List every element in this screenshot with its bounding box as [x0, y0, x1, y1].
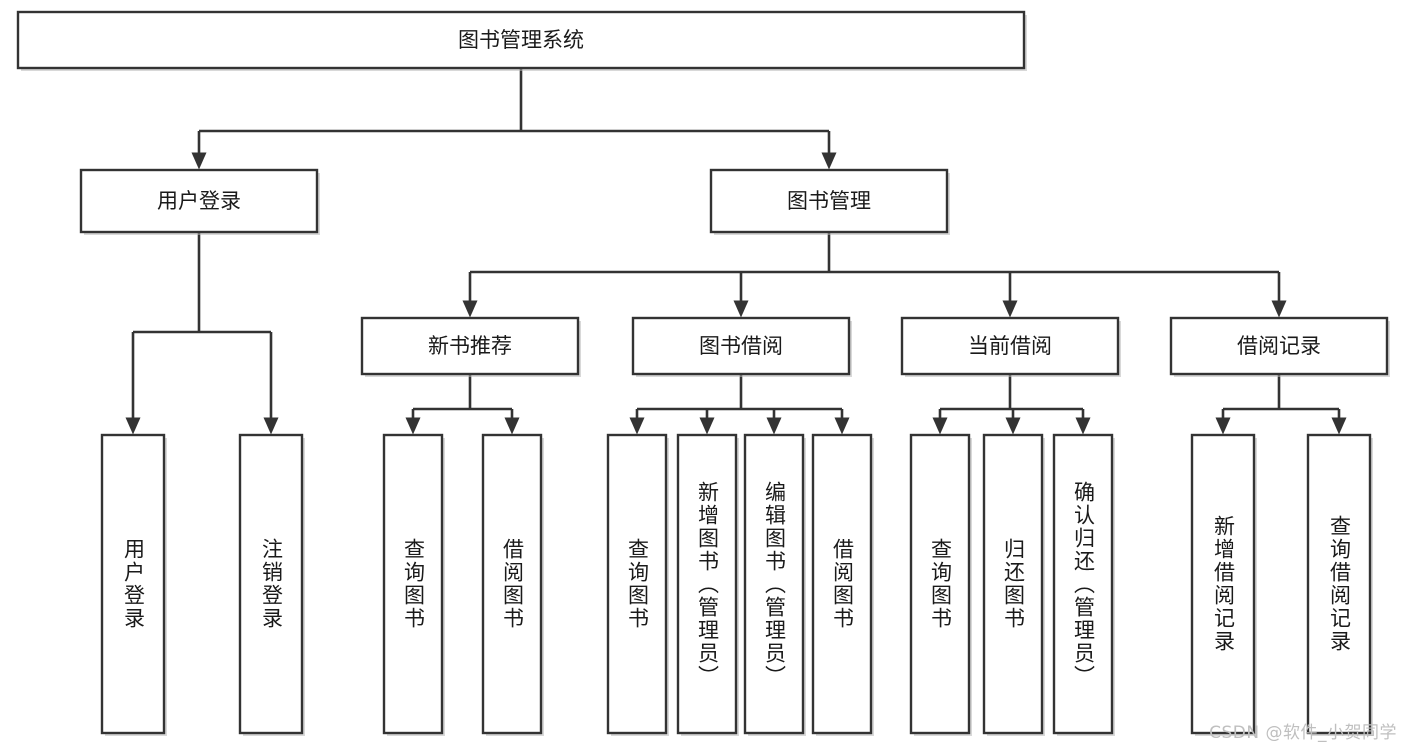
node-l2-新书推荐-rect[interactable]: [360, 316, 580, 376]
node-root-图书管理系统-rect[interactable]: [16, 10, 1026, 70]
node-leaf-1-注销登录-rect[interactable]: [238, 433, 304, 735]
l1-books-drop-3-arrowhead: [1271, 300, 1287, 318]
node-leaf-0-用户登录-rect[interactable]: [100, 433, 166, 735]
node-l1-图书管理-rect[interactable]: [709, 168, 949, 234]
node-l2-当前借阅-rect[interactable]: [900, 316, 1120, 376]
node-l2-图书借阅-rect[interactable]: [631, 316, 851, 376]
l1-login-drop-0-arrowhead: [125, 417, 141, 435]
root-drop-1-arrowhead: [821, 152, 837, 170]
node-leaf-0-用户登录[interactable]: [100, 433, 167, 736]
node-l1-用户登录-label: 用户登录: [157, 189, 241, 213]
node-leaf-7-借阅图书[interactable]: [811, 433, 874, 736]
connector-layer: [125, 68, 1347, 435]
node-l1-图书管理[interactable]: 图书管理: [709, 168, 950, 235]
node-l1-用户登录[interactable]: 用户登录: [79, 168, 320, 235]
node-leaf-3-借阅图书-rect[interactable]: [481, 433, 543, 735]
node-leaf-10-确认归还管理员[interactable]: [1052, 433, 1115, 736]
node-l2-借阅记录-rect[interactable]: [1169, 316, 1389, 376]
l1-books-drop-0-arrowhead: [462, 300, 478, 318]
node-leaf-8-查询图书-rect[interactable]: [909, 433, 971, 735]
l2-2-drop-1-arrowhead: [1005, 417, 1021, 435]
node-leaf-5-新增图书管理员[interactable]: [676, 433, 739, 736]
node-leaf-9-归还图书-rect[interactable]: [982, 433, 1044, 735]
node-leaf-12-查询借阅记录-rect[interactable]: [1306, 433, 1372, 735]
l2-0-drop-0-arrowhead: [405, 417, 421, 435]
node-leaf-6-编辑图书管理员-rect[interactable]: [743, 433, 805, 735]
node-leaf-8-查询图书[interactable]: [909, 433, 972, 736]
node-l2-新书推荐-label: 新书推荐: [428, 334, 512, 358]
l1-books-drop-2-arrowhead: [1002, 300, 1018, 318]
node-leaf-3-借阅图书[interactable]: [481, 433, 544, 736]
node-leaf-4-查询图书[interactable]: [606, 433, 669, 736]
node-l2-图书借阅-label: 图书借阅: [699, 334, 783, 358]
root-drop-0-arrowhead: [191, 152, 207, 170]
l2-1-drop-3-arrowhead: [834, 417, 850, 435]
node-leaf-11-新增借阅记录[interactable]: [1190, 433, 1257, 736]
node-l2-借阅记录[interactable]: 借阅记录: [1169, 316, 1390, 377]
node-root-图书管理系统[interactable]: 图书管理系统: [16, 10, 1027, 71]
node-leaf-11-新增借阅记录-rect[interactable]: [1190, 433, 1256, 735]
l2-2-drop-2-arrowhead: [1075, 417, 1091, 435]
node-leaf-4-查询图书-rect[interactable]: [606, 433, 668, 735]
csdn-watermark: CSDN @软件_小贺同学: [1209, 723, 1397, 743]
node-leaf-1-注销登录[interactable]: [238, 433, 305, 736]
l1-books-drop-1-arrowhead: [733, 300, 749, 318]
node-l1-图书管理-label: 图书管理: [787, 189, 871, 213]
node-leaf-12-查询借阅记录[interactable]: [1306, 433, 1373, 736]
node-l2-新书推荐[interactable]: 新书推荐: [360, 316, 581, 377]
node-leaf-5-新增图书管理员-rect[interactable]: [676, 433, 738, 735]
l1-login-drop-1-arrowhead: [263, 417, 279, 435]
l2-1-drop-2-arrowhead: [766, 417, 782, 435]
node-leaf-2-查询图书[interactable]: [382, 433, 445, 736]
node-l1-用户登录-rect[interactable]: [79, 168, 319, 234]
node-leaf-6-编辑图书管理员[interactable]: [743, 433, 806, 736]
node-leaf-2-查询图书-rect[interactable]: [382, 433, 444, 735]
l2-0-drop-1-arrowhead: [504, 417, 520, 435]
l2-3-drop-1-arrowhead: [1331, 417, 1347, 435]
node-leaf-7-借阅图书-rect[interactable]: [811, 433, 873, 735]
node-leaf-9-归还图书[interactable]: [982, 433, 1045, 736]
l2-1-drop-0-arrowhead: [629, 417, 645, 435]
node-l2-借阅记录-label: 借阅记录: [1237, 334, 1321, 358]
l2-3-drop-0-arrowhead: [1215, 417, 1231, 435]
node-leaf-10-确认归还管理员-rect[interactable]: [1052, 433, 1114, 735]
l2-1-drop-1-arrowhead: [699, 417, 715, 435]
node-root-图书管理系统-label: 图书管理系统: [458, 28, 584, 52]
l2-2-drop-0-arrowhead: [932, 417, 948, 435]
node-l2-当前借阅-label: 当前借阅: [968, 334, 1052, 358]
node-l2-当前借阅[interactable]: 当前借阅: [900, 316, 1121, 377]
node-l2-图书借阅[interactable]: 图书借阅: [631, 316, 852, 377]
